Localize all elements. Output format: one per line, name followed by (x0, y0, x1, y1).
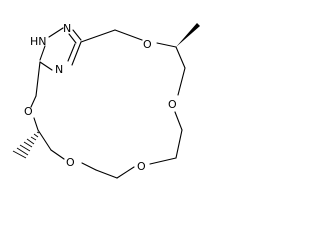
atom-o-bottom-right: O (137, 160, 146, 173)
atom-n-ring: N (55, 63, 63, 76)
atom-n-top: N (63, 22, 71, 35)
triazole-ring (39, 27, 82, 71)
bond-ch-ch2-right (175, 46, 186, 69)
molecule-structure: N HN N O O O O O (12, 22, 200, 179)
bond-n4-c3-double (67, 43, 76, 62)
bond-ch2-o-bottom-right (149, 157, 177, 165)
bond-ch2-ch2-bottom (95, 169, 118, 179)
bond-n4-c3 (71, 41, 82, 66)
atom-o-left: O (24, 105, 33, 118)
atom-o-bottom-left: O (66, 156, 75, 169)
bond-ch-o-left (33, 117, 39, 131)
bond-ch2-o-bottom-left (81, 162, 97, 171)
bond-ch2-o-right (177, 67, 186, 96)
wedge-bond-methyl (176, 23, 200, 47)
bond-n1-c5 (39, 45, 46, 61)
bond-c3-n2-double (68, 33, 77, 44)
bond-ch2-ch-left (37, 129, 52, 151)
bond-c5-n4 (39, 61, 53, 71)
bond-ch2-o-top (114, 29, 143, 41)
bond-o-bottom-left-ch2 (50, 149, 65, 160)
bond-c3-n2 (72, 29, 82, 41)
bond-o-right-ch2 (174, 111, 183, 131)
bond-o-top-ch (156, 42, 177, 48)
hashed-bond-methyl (12, 131, 40, 159)
atom-o-top: O (143, 38, 152, 51)
bond-o-bottom-right-ch2 (116, 166, 135, 179)
bond-ch2-c5 (35, 61, 41, 97)
bond-ch2-ch2-right (175, 129, 183, 159)
macrocycle-ring (30, 29, 186, 179)
atom-o-right: O (168, 98, 177, 111)
atom-nh: HN (30, 35, 47, 48)
bond-c3-ch2 (80, 29, 116, 43)
bond-n1-n2 (48, 27, 64, 38)
bond-o-left-ch2 (30, 95, 37, 108)
atom-labels: N HN N O O O O O (24, 22, 177, 173)
